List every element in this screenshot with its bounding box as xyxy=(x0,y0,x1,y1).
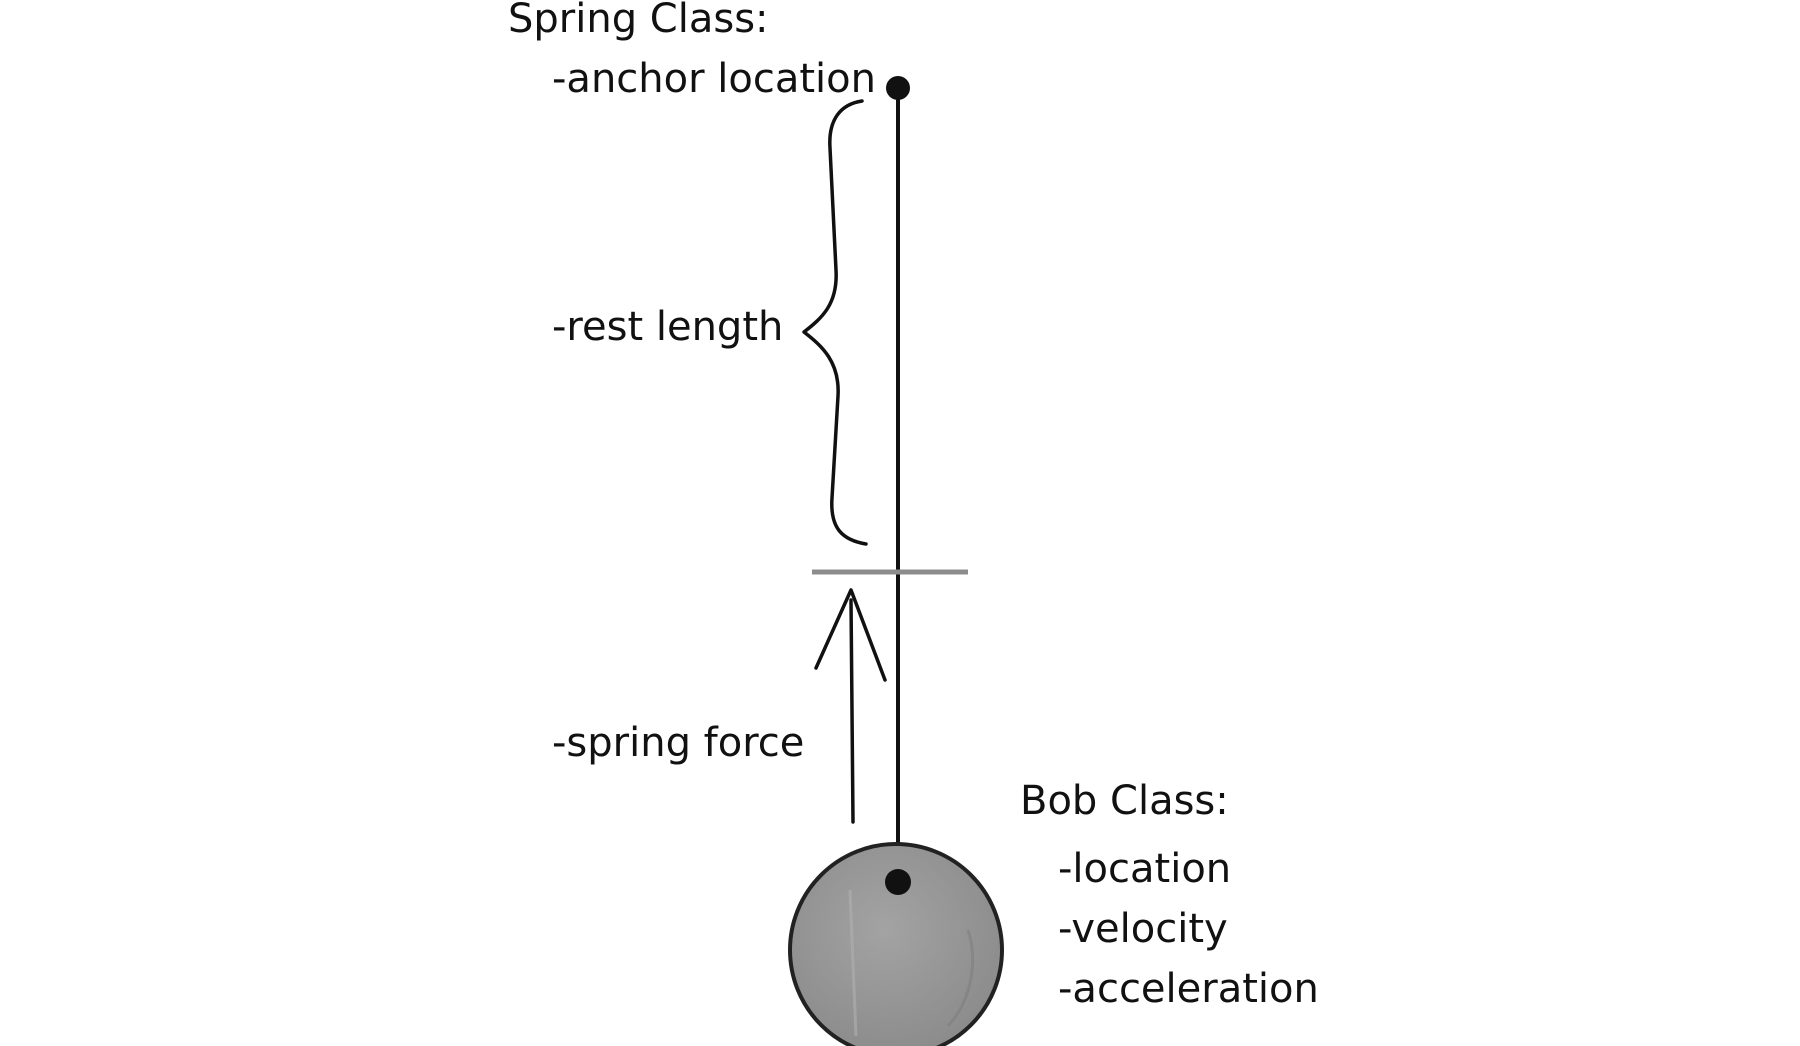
spring-force-label: -spring force xyxy=(552,720,804,766)
bob-class-title: Bob Class: xyxy=(1020,778,1229,824)
bob-circle xyxy=(788,842,1004,1046)
bob-velocity-label: -velocity xyxy=(1058,906,1228,952)
bob-location-label: -location xyxy=(1058,846,1231,892)
bob-acceleration-label: -acceleration xyxy=(1058,966,1319,1012)
rest-length-brace xyxy=(802,99,868,546)
bob-center-point xyxy=(885,869,911,895)
anchor-point xyxy=(886,76,910,100)
spring-force-arrow xyxy=(814,588,887,824)
spring-class-title: Spring Class: xyxy=(508,0,769,42)
spring-rest-length-label: -rest length xyxy=(552,304,783,350)
spring-anchor-location-label: -anchor location xyxy=(552,56,876,102)
